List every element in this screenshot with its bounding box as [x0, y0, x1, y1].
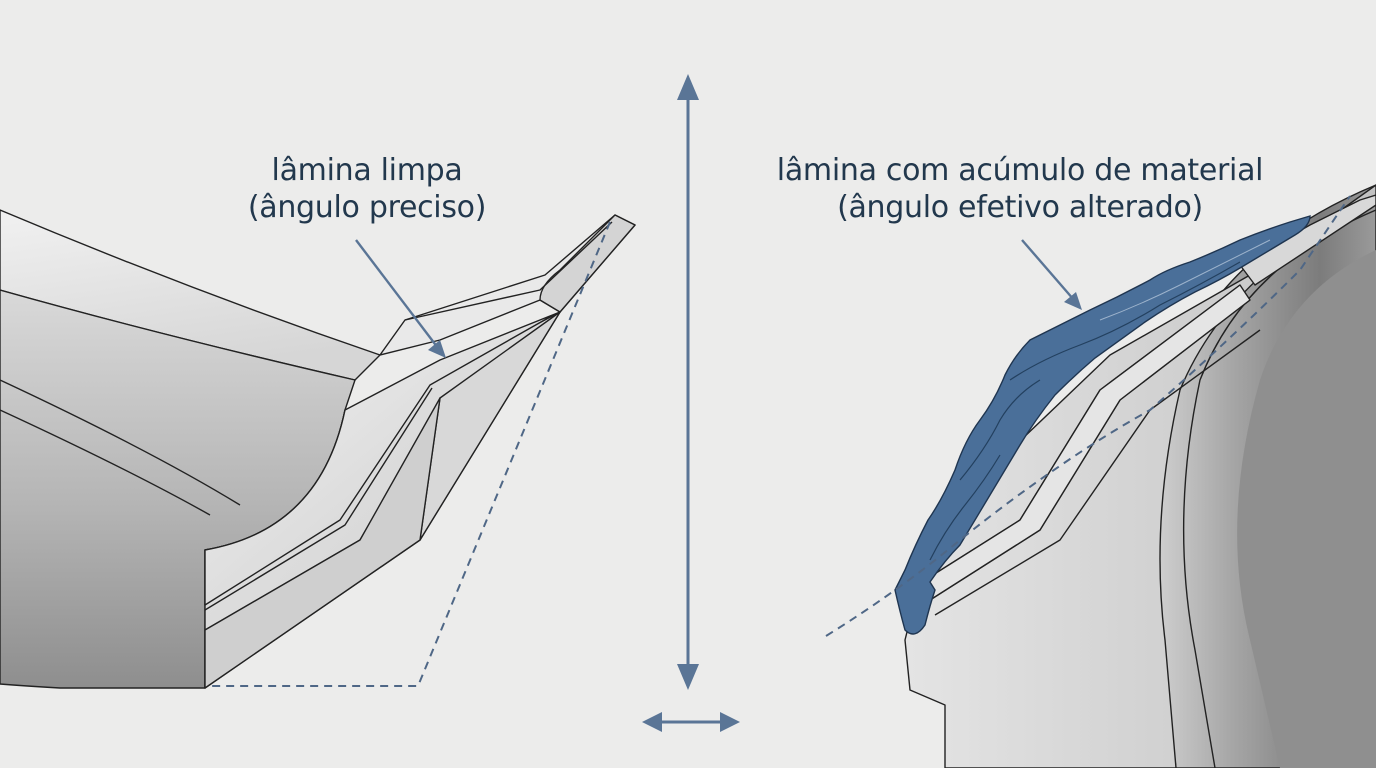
- fouled-blade-drum-face: [1237, 250, 1376, 768]
- clean-blade-label: lâmina limpa (ângulo preciso): [212, 152, 522, 226]
- fouled-blade: [904, 184, 1376, 768]
- fouled-blade-label: lâmina com acúmulo de material (ângulo e…: [760, 152, 1280, 226]
- material-buildup-texture-1: [1009, 261, 1241, 381]
- material-buildup-texture-2: [959, 379, 1041, 481]
- vertical-double-arrow: [677, 74, 699, 690]
- clean-blade-bevel-1: [204, 311, 561, 606]
- clean-blade-edge-rim: [539, 214, 636, 313]
- clean-blade-lower-face: [204, 397, 441, 689]
- clean-blade-groove: [0, 379, 241, 506]
- fouled-blade-edge-strip: [1239, 194, 1376, 286]
- material-buildup-texture-4: [1099, 239, 1271, 321]
- clean-blade: [0, 209, 636, 689]
- material-buildup: [894, 215, 1311, 635]
- horizontal-double-arrow: [642, 712, 740, 732]
- fouled-blade-pointer-arrow: [1021, 239, 1082, 310]
- clean-blade-groove-2: [0, 409, 211, 516]
- clean-blade-bevel-3: [204, 387, 433, 611]
- clean-blade-title: lâmina limpa: [271, 153, 463, 188]
- clean-blade-subtitle: (ângulo preciso): [247, 190, 487, 225]
- material-buildup-texture-3: [929, 454, 1001, 561]
- fouled-blade-subtitle: (ângulo efetivo alterado): [837, 190, 1203, 225]
- clean-blade-pointer-arrow: [355, 239, 446, 358]
- fouled-blade-title: lâmina com acúmulo de material: [776, 153, 1264, 188]
- clean-blade-edge-highlight: [404, 221, 613, 321]
- fouled-blade-bevel-face: [924, 284, 1251, 601]
- fouled-blade-bevel-3: [934, 329, 1261, 616]
- material-buildup-layer: [894, 215, 1311, 635]
